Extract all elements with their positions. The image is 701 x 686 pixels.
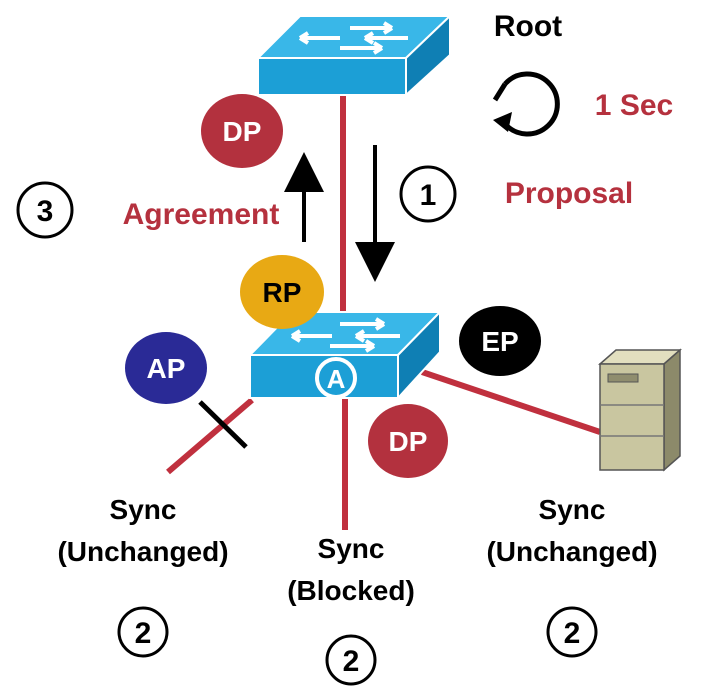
rp-label: RP xyxy=(263,277,302,308)
rp-badge xyxy=(240,255,324,329)
ap-label: AP xyxy=(147,353,186,384)
ep-label: EP xyxy=(481,326,518,357)
lower-dp-label: DP xyxy=(389,426,428,457)
root-switch-icon xyxy=(255,13,453,98)
step-2-right-label: 2 xyxy=(564,617,581,650)
step-3-badge xyxy=(16,181,74,239)
root-label: Root xyxy=(494,10,562,43)
downstream-link-left xyxy=(166,397,254,475)
step-2-right-badge xyxy=(546,606,598,658)
sync-middle-line1: Sync xyxy=(318,533,385,564)
step-3-label: 3 xyxy=(37,195,54,228)
switch-a-marker xyxy=(315,357,357,399)
switch-a-marker-label: A xyxy=(327,364,346,394)
step-1-label: 1 xyxy=(420,179,437,212)
step-2-middle-label: 2 xyxy=(343,645,360,678)
root-dp-label: DP xyxy=(223,116,262,147)
ep-badge xyxy=(459,306,541,376)
proposal-label: Proposal xyxy=(505,177,633,210)
sync-right-line2: (Unchanged) xyxy=(486,536,657,567)
root-dp-badge xyxy=(201,94,283,168)
step-1-badge xyxy=(399,165,457,223)
alternate-port-block-mark xyxy=(198,400,248,449)
step-2-left-label: 2 xyxy=(135,617,152,650)
ap-badge xyxy=(125,332,207,404)
lower-dp-badge xyxy=(368,404,448,478)
step-2-left-badge xyxy=(117,606,169,658)
server-icon xyxy=(598,348,682,472)
sync-right-line1: Sync xyxy=(539,494,606,525)
sync-left-line2: (Unchanged) xyxy=(57,536,228,567)
timer-label: 1 Sec xyxy=(595,89,673,122)
server-link xyxy=(421,369,601,435)
agreement-label: Agreement xyxy=(123,198,280,231)
step-2-middle-badge xyxy=(325,634,377,686)
sync-left-line1: Sync xyxy=(110,494,177,525)
switch-a-icon xyxy=(247,309,443,401)
sync-middle-line2: (Blocked) xyxy=(287,575,415,606)
refresh-cycle-icon xyxy=(492,71,560,137)
